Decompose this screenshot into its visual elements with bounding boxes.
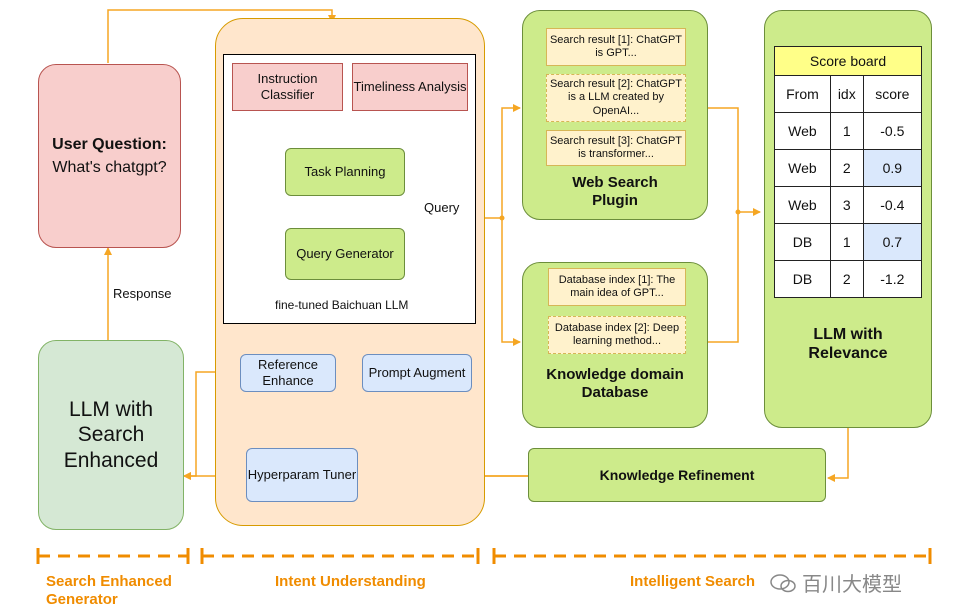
knowledge-refinement-box: Knowledge Refinement: [528, 448, 826, 502]
table-row: Web 2 0.9: [774, 149, 923, 187]
reference-enhance-label: Reference Enhance: [258, 357, 318, 388]
watermark: 百川大模型: [770, 568, 902, 597]
llm-search-enhanced-label: LLM with Search Enhanced: [63, 398, 159, 472]
section-label-generator: Search Enhanced Generator: [46, 573, 172, 608]
score-board-title: Score board: [774, 46, 922, 76]
row-source: Web: [774, 149, 831, 187]
row-source: DB: [774, 223, 831, 261]
instruction-classifier-box: Instruction Classifier: [232, 63, 343, 111]
knowledge-db-title: Knowledge domain Database: [546, 366, 684, 401]
row-score-highlight: 0.7: [862, 223, 923, 261]
header-idx: idx: [829, 75, 864, 113]
user-question-box: User Question: What's chatgpt?: [38, 64, 181, 248]
search-result-1: Search result [1]: ChatGPT is GPT...: [546, 28, 686, 66]
header-from: From: [774, 75, 831, 113]
row-idx: 1: [829, 223, 864, 261]
task-planning-label: Task Planning: [304, 164, 386, 180]
task-planning-box: Task Planning: [285, 148, 405, 196]
user-question-title: User Question:: [52, 135, 167, 153]
timeliness-analysis-label: Timeliness Analysis: [353, 79, 467, 95]
query-generator-label: Query Generator: [296, 246, 394, 262]
baichuan-label: fine-tuned Baichuan LLM: [275, 298, 409, 312]
row-source: DB: [774, 260, 831, 298]
table-row: Web 3 -0.4: [774, 186, 923, 224]
row-source: Web: [774, 112, 831, 150]
llm-search-enhanced-box: LLM with Search Enhanced: [38, 340, 184, 530]
row-score-highlight: 0.9: [862, 149, 923, 187]
row-score: -0.5: [862, 112, 923, 150]
section-label-search: Intelligent Search: [630, 573, 756, 590]
database-index-1: Database index [1]: The main idea of GPT…: [548, 268, 686, 306]
instruction-classifier-label: Instruction Classifier: [257, 71, 318, 102]
table-row: DB 1 0.7: [774, 223, 923, 261]
watermark-text: 百川大模型: [802, 574, 902, 596]
hyperparam-tuner-label: Hyperparam Tuner: [247, 467, 357, 483]
score-board-table: Score board From idx score Web 1 -0.5 We…: [774, 46, 923, 298]
wechat-icon: [770, 573, 796, 593]
query-label: Query: [424, 200, 460, 215]
web-search-plugin-title: Web Search Plugin: [572, 174, 658, 209]
table-row: DB 2 -1.2: [774, 260, 923, 298]
row-idx: 3: [829, 186, 864, 224]
header-score: score: [862, 75, 923, 113]
row-idx: 2: [829, 149, 864, 187]
prompt-augment-box: Prompt Augment: [362, 354, 472, 392]
section-label-intent: Intent Understanding: [275, 573, 426, 590]
timeliness-analysis-box: Timeliness Analysis: [352, 63, 468, 111]
row-idx: 2: [829, 260, 864, 298]
reference-enhance-box: Reference Enhance: [240, 354, 336, 392]
search-result-3: Search result [3]: ChatGPT is transforme…: [546, 130, 686, 166]
search-result-2: Search result [2]: ChatGPT is a LLM crea…: [546, 74, 686, 122]
query-generator-box: Query Generator: [285, 228, 405, 280]
row-source: Web: [774, 186, 831, 224]
database-index-2: Database index [2]: Deep learning method…: [548, 316, 686, 354]
row-score: -1.2: [862, 260, 923, 298]
row-score: -0.4: [862, 186, 923, 224]
table-row: Web 1 -0.5: [774, 112, 923, 150]
hyperparam-tuner-box: Hyperparam Tuner: [246, 448, 358, 502]
user-question-text: What's chatgpt?: [52, 159, 167, 176]
score-board-header-row: From idx score: [774, 75, 923, 113]
row-idx: 1: [829, 112, 864, 150]
response-label: Response: [113, 286, 172, 301]
prompt-augment-label: Prompt Augment: [368, 365, 466, 381]
llm-relevance-title: LLM with Relevance: [808, 325, 888, 362]
